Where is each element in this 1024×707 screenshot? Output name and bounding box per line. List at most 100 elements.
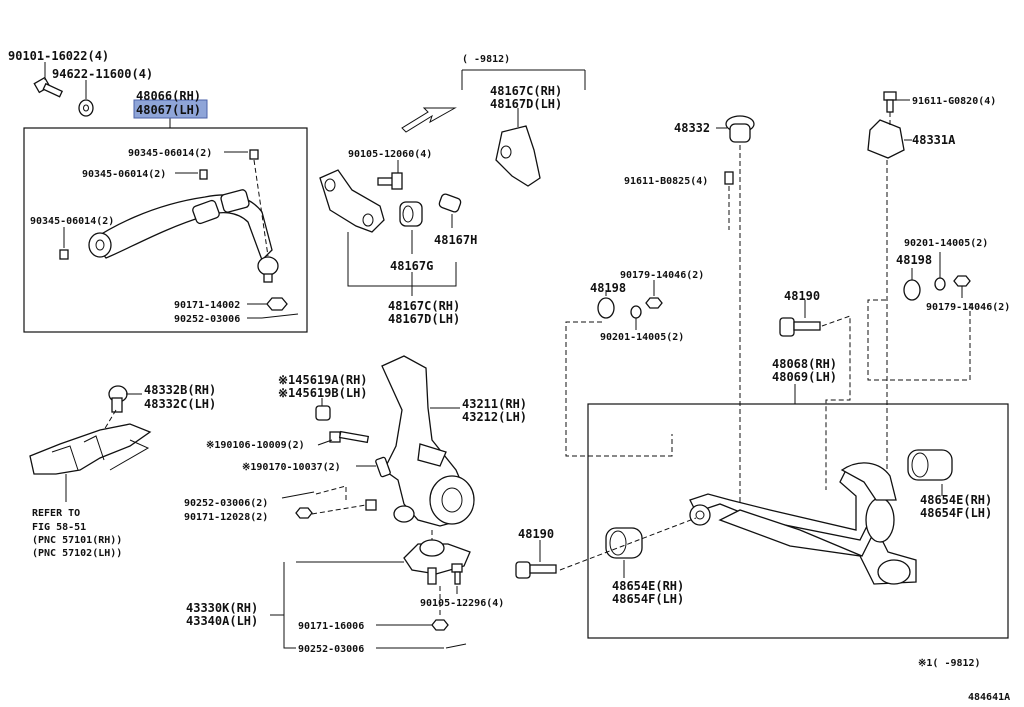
label-90201-right: 90201-14005(2) xyxy=(904,238,988,249)
label-90101: 90101-16022(4) xyxy=(8,49,109,63)
label-45619b: ※145619B(LH) xyxy=(278,386,368,400)
lower-arm-box xyxy=(587,403,1009,639)
label-48068: 48068(RH) xyxy=(772,357,837,371)
strut-bar-icon xyxy=(319,169,385,233)
steering-knuckle-icon xyxy=(381,355,475,527)
refer-line-1: REFER TO xyxy=(32,508,80,519)
label-43212: 43212(LH) xyxy=(462,410,527,424)
label-48332: 48332 xyxy=(674,121,710,135)
label-90105-a: 90105-12060(4) xyxy=(348,149,432,160)
label-90179-right: 90179-14046(2) xyxy=(926,302,1010,313)
label-90252-c: 90252-03006 xyxy=(298,644,364,655)
frame-icon xyxy=(29,423,152,475)
label-90252-a: 90252-03006 xyxy=(174,314,240,325)
part-labels: 90101-16022(4) 94622-11600(4) 48066(RH) … xyxy=(8,49,1010,703)
nut-icon xyxy=(431,619,449,631)
label-range-top: ( -9812) xyxy=(462,54,510,65)
label-48654f-right: 48654F(LH) xyxy=(920,506,992,520)
cotter-pin-icon xyxy=(281,491,315,499)
arrow-icon xyxy=(401,107,457,133)
label-48167d-bottom: 48167D(LH) xyxy=(388,312,460,326)
label-190106: ※190106-10009(2) xyxy=(206,440,305,451)
label-48167d-top: 48167D(LH) xyxy=(490,97,562,111)
bolt-icon xyxy=(33,76,64,98)
bracket-icon xyxy=(495,125,541,187)
bolt-icon xyxy=(199,169,208,180)
label-90179-left: 90179-14046(2) xyxy=(620,270,704,281)
cushion-icon xyxy=(597,297,615,319)
refer-line-4: (PNC 57102(LH)) xyxy=(32,548,122,559)
label-91611-g: 91611-G0820(4) xyxy=(912,96,996,107)
washer-icon xyxy=(934,277,946,291)
label-48167c-bottom: 48167C(RH) xyxy=(388,299,460,313)
lower-arm-group xyxy=(559,384,1009,639)
bolt-icon xyxy=(59,249,69,260)
label-45619a: ※145619A(RH) xyxy=(278,373,368,387)
label-48190-b: 48190 xyxy=(518,527,554,541)
label-48654e-left: 48654E(RH) xyxy=(612,579,684,593)
selected-part-highlight xyxy=(133,99,208,119)
label-48198-right: 48198 xyxy=(896,253,932,267)
label-90345-b: 90345-06014(2) xyxy=(82,169,166,180)
label-90171-c: 90171-16006 xyxy=(298,621,364,632)
label-90171-b: 90171-12028(2) xyxy=(184,512,268,523)
bolt-icon xyxy=(329,430,370,444)
bolt-icon xyxy=(249,149,259,160)
label-48198-left: 48198 xyxy=(590,281,626,295)
label-48067: 48067(LH) xyxy=(136,103,201,117)
label-48190-a: 48190 xyxy=(784,289,820,303)
bump-stopper-icon xyxy=(108,385,128,413)
label-43330k: 43330K(RH) xyxy=(186,601,258,615)
collar-icon xyxy=(438,193,462,213)
label-48167c-top: 48167C(RH) xyxy=(490,84,562,98)
bushing-icon xyxy=(315,405,331,421)
footnote: ※1( -9812) xyxy=(918,658,981,669)
frame-reference-group xyxy=(29,385,152,502)
label-94622: 94622-11600(4) xyxy=(52,67,153,81)
figure-id: 484641A xyxy=(968,692,1010,703)
bushing-icon xyxy=(907,449,953,481)
washer-icon xyxy=(78,99,94,117)
washer-icon xyxy=(630,305,642,319)
label-90252-b: 90252-03006(2) xyxy=(184,498,268,509)
label-48069: 48069(LH) xyxy=(772,370,837,384)
label-48331a: 48331A xyxy=(912,133,956,147)
bolt-icon xyxy=(365,499,377,511)
upper-arm-box xyxy=(23,127,308,333)
upper-control-arm-icon xyxy=(88,189,279,283)
knuckle-group xyxy=(270,355,557,649)
bump-stopper-icon xyxy=(725,115,755,143)
label-48167h: 48167H xyxy=(434,233,477,247)
refer-line-2: FIG 58-51 xyxy=(32,522,86,533)
bolt-icon xyxy=(377,172,403,190)
label-90345-a: 90345-06014(2) xyxy=(128,148,212,159)
bolt-icon xyxy=(515,561,557,579)
label-90105-b: 90105-12296(4) xyxy=(420,598,504,609)
label-190170: ※190170-10037(2) xyxy=(242,462,341,473)
label-90171-a: 90171-14002 xyxy=(174,300,240,311)
nut-icon xyxy=(266,297,288,311)
bolt-icon xyxy=(883,91,897,113)
strut-bar-group xyxy=(319,69,586,296)
label-90201-left: 90201-14005(2) xyxy=(600,332,684,343)
lower-control-arm-icon xyxy=(689,462,917,585)
label-48167g: 48167G xyxy=(390,259,433,273)
label-91611-b: 91611-B0825(4) xyxy=(624,176,708,187)
label-48654f-left: 48654F(LH) xyxy=(612,592,684,606)
stabilizer-hardware xyxy=(565,252,971,490)
label-43340a: 43340A(LH) xyxy=(186,614,258,628)
bolt-icon xyxy=(451,563,463,585)
collar-icon xyxy=(375,456,391,478)
upper-arm-group xyxy=(23,62,308,333)
nut-icon xyxy=(953,275,971,287)
label-48654e-right: 48654E(RH) xyxy=(920,493,992,507)
label-90345-c: 90345-06014(2) xyxy=(30,216,114,227)
bolt-icon xyxy=(779,317,821,337)
cotter-pin-icon xyxy=(445,643,467,649)
refer-line-3: (PNC 57101(RH)) xyxy=(32,535,122,546)
bracket-icon xyxy=(867,119,905,159)
label-48332b: 48332B(RH) xyxy=(144,383,216,397)
nut-icon xyxy=(645,297,663,309)
label-48066: 48066(RH) xyxy=(136,89,201,103)
